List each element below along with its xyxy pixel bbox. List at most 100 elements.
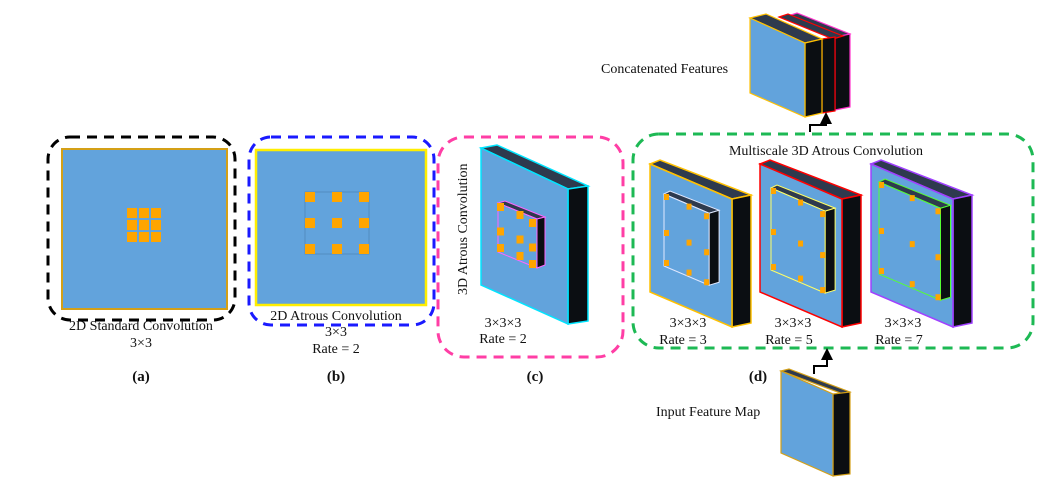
panel-b: 2D Atrous Convolution 3×3 Rate = 2 (b)	[247, 135, 436, 385]
kernel-cell	[879, 268, 884, 274]
panel-d-title: Multiscale 3D Atrous Convolution	[729, 144, 923, 159]
kernel-cell	[359, 244, 369, 254]
panel-a-frame	[46, 135, 237, 322]
kernel-cell	[798, 199, 804, 206]
kernel-cell	[771, 264, 776, 270]
kernel-cell	[332, 244, 342, 254]
input-to-multiscale-arrow	[813, 348, 833, 374]
kernel-cell	[909, 195, 915, 202]
kernel-cell	[359, 218, 369, 228]
kernel-side-face	[824, 207, 836, 294]
panel-c: 3D Atrous Convolution 3×3×3 Rate = 2 (c)	[436, 135, 625, 385]
kernel-cell	[664, 260, 669, 266]
panel-c-kernel-size: 3×3×3	[485, 316, 522, 331]
kernel-cell	[127, 208, 137, 218]
kernel-cell	[516, 211, 524, 219]
panel-a-title: 2D Standard Convolution	[69, 319, 213, 334]
kernel-cell	[305, 218, 315, 228]
branch-rate5-kernel-size: 3×3×3	[775, 316, 812, 331]
kernel-cell	[798, 240, 804, 247]
kernel-cell	[529, 260, 536, 268]
kernel-cell	[151, 208, 161, 218]
kernel-cell	[516, 252, 524, 260]
kernel-cell	[305, 192, 315, 202]
kernel-cell	[798, 275, 804, 282]
panel-d-caption: (d)	[749, 369, 767, 385]
kernel-cell	[704, 213, 710, 220]
kernel-cell	[151, 232, 161, 242]
panel-c-rate: Rate = 2	[479, 332, 527, 347]
kernel-cell	[935, 208, 941, 215]
kernel-cell	[704, 249, 710, 256]
panel-b-rate: Rate = 2	[312, 342, 360, 357]
volume-side-face	[731, 194, 752, 328]
kernel-side-face	[940, 204, 951, 301]
kernel-cell	[305, 244, 315, 254]
panel-c-frame	[436, 135, 625, 359]
kernel-cell	[686, 269, 692, 276]
kernel-cell	[704, 279, 710, 286]
kernel-cell	[332, 218, 342, 228]
branch-rate3-kernel	[662, 190, 721, 287]
kernel-cell	[139, 208, 149, 218]
kernel-cell	[516, 235, 524, 244]
kernel-cell	[879, 182, 884, 188]
multiscale-to-concat-arrow	[809, 112, 832, 132]
kernel-cell	[935, 254, 941, 261]
kernel-cell	[139, 220, 149, 230]
branch-rate5-rate: Rate = 5	[765, 333, 813, 348]
kernel-cell	[935, 294, 941, 301]
kernel-cell	[497, 244, 504, 252]
kernel-cell	[909, 281, 915, 288]
panel-d: Multiscale 3D Atrous Convolution 3×3×3 R…	[601, 12, 1035, 477]
kernel-cell	[686, 239, 692, 246]
panel-c-caption: (c)	[527, 369, 544, 385]
panel-d-frame	[631, 132, 1035, 350]
kernel-cell	[139, 232, 149, 242]
kernel-cell	[497, 227, 504, 236]
kernel-cell	[664, 194, 669, 200]
kernel-cell	[529, 219, 536, 227]
kernel-side-face	[708, 209, 720, 286]
kernel-cell	[359, 192, 369, 202]
branch-rate7-kernel-size: 3×3×3	[885, 316, 922, 331]
panel-a-caption: (a)	[132, 369, 150, 385]
kernel-cell	[820, 287, 826, 294]
kernel-cell	[820, 252, 826, 259]
kernel-cell	[820, 211, 826, 218]
volume-side-face	[841, 194, 862, 328]
input-feature-map	[778, 368, 852, 477]
concatenated-features	[748, 12, 852, 118]
panel-b-caption: (b)	[327, 369, 345, 385]
panel-a: 2D Standard Convolution 3×3 (a)	[46, 135, 237, 385]
kernel-cell	[127, 220, 137, 230]
branch-rate3-kernel-size: 3×3×3	[670, 316, 707, 331]
kernel-cell	[771, 188, 776, 194]
panel-b-kernel-size: 3×3	[325, 325, 347, 340]
standard-conv-kernel	[127, 208, 161, 242]
kernel-cell	[529, 243, 536, 252]
kernel-cell	[771, 229, 776, 235]
concatenated-features-label: Concatenated Features	[601, 62, 728, 77]
branch-rate7-rate: Rate = 7	[875, 333, 923, 348]
kernel-cell	[664, 230, 669, 236]
input-feature-map-label: Input Feature Map	[656, 405, 760, 420]
branch-rate3-rate: Rate = 3	[659, 333, 707, 348]
kernel-cell	[686, 203, 692, 210]
kernel-cell	[127, 232, 137, 242]
kernel-cell	[909, 241, 915, 248]
branch-rate5-kernel	[769, 184, 837, 294]
kernel-cell	[879, 228, 884, 234]
panel-b-frame	[247, 135, 436, 327]
kernel-cell	[151, 220, 161, 230]
branch-rate7-kernel	[877, 178, 953, 302]
atrous-3d-kernel	[496, 200, 547, 269]
panel-b-title: 2D Atrous Convolution	[270, 309, 401, 324]
volume-side-face	[952, 194, 973, 328]
panel-a-kernel-size: 3×3	[130, 336, 152, 351]
kernel-cell	[332, 192, 342, 202]
kernel-cell	[497, 203, 504, 211]
panel-c-title: 3D Atrous Convolution	[456, 164, 471, 295]
atrous-2d-kernel	[305, 192, 369, 254]
